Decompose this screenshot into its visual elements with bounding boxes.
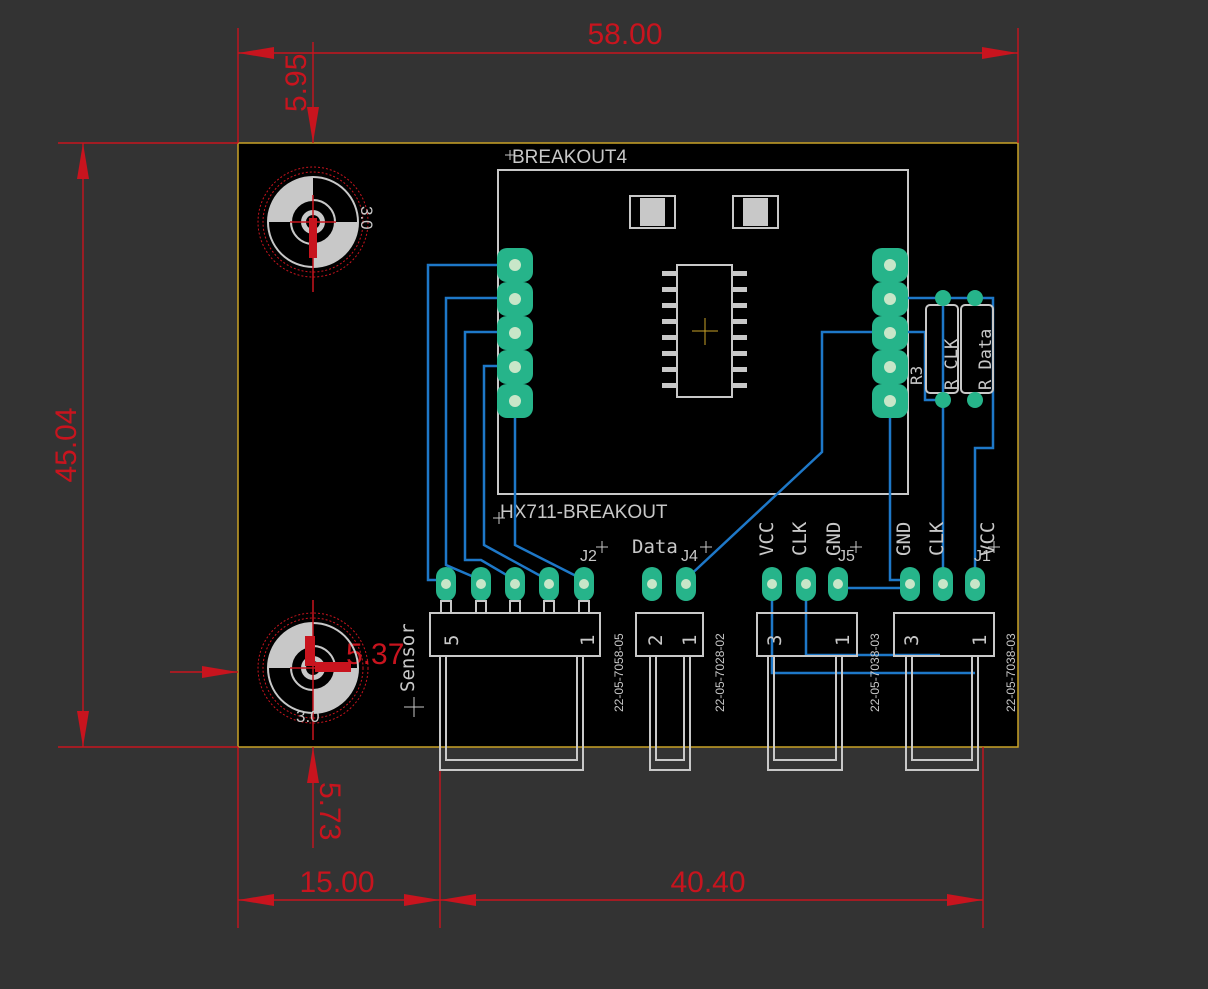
dim-connector-span: 40.40 [670, 866, 745, 899]
j5-label-gnd: GND [823, 522, 845, 556]
resistor-r4-value: R Data [976, 329, 996, 390]
hole-bottom-label: 3.0 [296, 707, 320, 726]
resistor-r3: R3 R CLK [907, 290, 962, 408]
origin-crosshairs [404, 150, 1000, 717]
board-outline [237, 142, 1019, 748]
j1-ref: J1 [974, 548, 991, 565]
resistor-r3-ref: R3 [907, 366, 926, 385]
sensor-pin-last: 1 [577, 635, 599, 646]
data-ref: J4 [681, 548, 698, 565]
j1-pin-last: 1 [969, 635, 991, 646]
j1-label-gnd: GND [893, 522, 915, 556]
connector-j5: 3 1 VCC CLK GND 22-05-7038-03 J5 [756, 521, 882, 771]
module-name: BREAKOUT4 [512, 147, 628, 168]
j5-label-vcc: VCC [756, 522, 778, 556]
j5-pin-first: 3 [764, 635, 786, 646]
j5-pin-last: 1 [832, 635, 854, 646]
dim-board-width: 58.00 [587, 18, 662, 51]
dimension-annotations: 58.00 5.95 45.04 5.73 5.37 15.00 40.40 [50, 18, 1019, 928]
hole-top-label: 3.0 [357, 206, 376, 230]
connector-data: 2 1 Data 22-05-7028-02 J4 [632, 536, 727, 771]
j1-label-clk: CLK [926, 521, 948, 556]
dim-hole-side-offset: 5.37 [346, 638, 404, 671]
data-part: 22-05-7028-02 [713, 633, 727, 712]
j1-pin-first: 3 [901, 635, 923, 646]
j5-label-clk: CLK [789, 521, 811, 556]
resistor-r4: R4 R Data [960, 290, 996, 408]
sensor-part: 22-05-7058-05 [612, 633, 626, 712]
sensor-ref: J2 [580, 548, 597, 565]
data-pin-last: 1 [679, 635, 701, 646]
dim-bottom-hole-offset: 5.73 [313, 782, 346, 840]
data-pin-first: 2 [645, 635, 667, 646]
j1-part: 22-05-7038-03 [1004, 633, 1018, 712]
data-label: Data [632, 536, 678, 558]
module-value: HX711-BREAKOUT [500, 502, 668, 523]
mounting-hole-bottom: 3.0 [257, 600, 369, 740]
sensor-label: Sensor [397, 623, 419, 692]
sensor-pin-first: 5 [441, 635, 463, 646]
connector-pad-holes [441, 579, 980, 589]
j5-part: 22-05-7038-03 [868, 633, 882, 712]
dim-left-offset: 15.00 [299, 866, 374, 899]
connector-j1: 3 1 GND CLK VCC 22-05-7038-03 J1 [893, 521, 1018, 771]
header-pins-right [872, 248, 908, 418]
header-pins-left [497, 248, 533, 418]
mounting-hole-top: 3.0 [257, 166, 376, 292]
resistor-r3-value: R CLK [942, 338, 962, 390]
dim-board-height: 45.04 [50, 407, 83, 482]
dim-top-hole-offset: 5.95 [280, 54, 313, 112]
j5-ref: J5 [838, 548, 855, 565]
